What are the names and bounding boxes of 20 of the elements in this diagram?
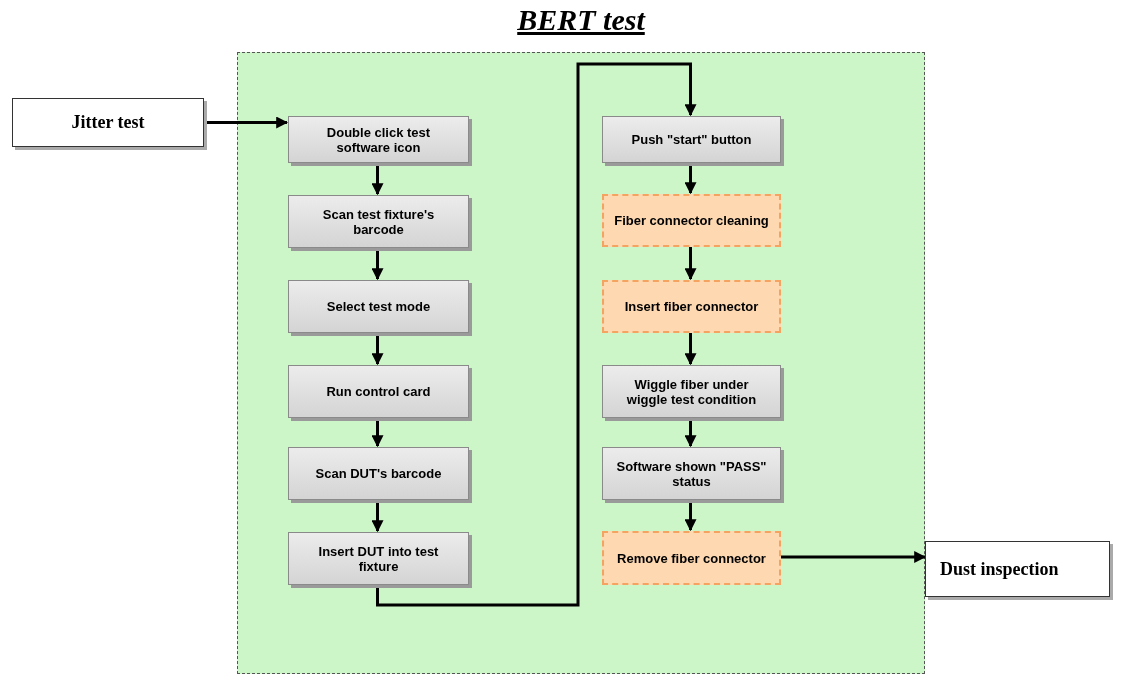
process-box: Push "start" button [602, 116, 781, 163]
arrow [376, 62, 697, 607]
process-box: Insert fiber connector [602, 280, 781, 333]
process-box: Fiber connector cleaning [602, 194, 781, 247]
process-box: Insert DUT into test fixture [288, 532, 469, 585]
arrow [780, 551, 927, 563]
process-box: Remove fiber connector [602, 531, 781, 585]
arrow [684, 246, 697, 281]
process-box: Software shown "PASS" status [602, 447, 781, 500]
process-box: Double click test software icon [288, 116, 469, 163]
process-box: Select test mode [288, 280, 469, 333]
arrow [204, 116, 289, 129]
arrow [684, 332, 697, 366]
process-box: Scan test fixture's barcode [288, 195, 469, 248]
process-box: Wiggle fiber under wiggle test condition [602, 365, 781, 418]
process-box: Jitter test [12, 98, 204, 147]
title: BERT test [516, 3, 647, 37]
process-box: Run control card [288, 365, 469, 418]
process-box: Dust inspection [925, 541, 1110, 597]
process-box: Scan DUT's barcode [288, 447, 469, 500]
